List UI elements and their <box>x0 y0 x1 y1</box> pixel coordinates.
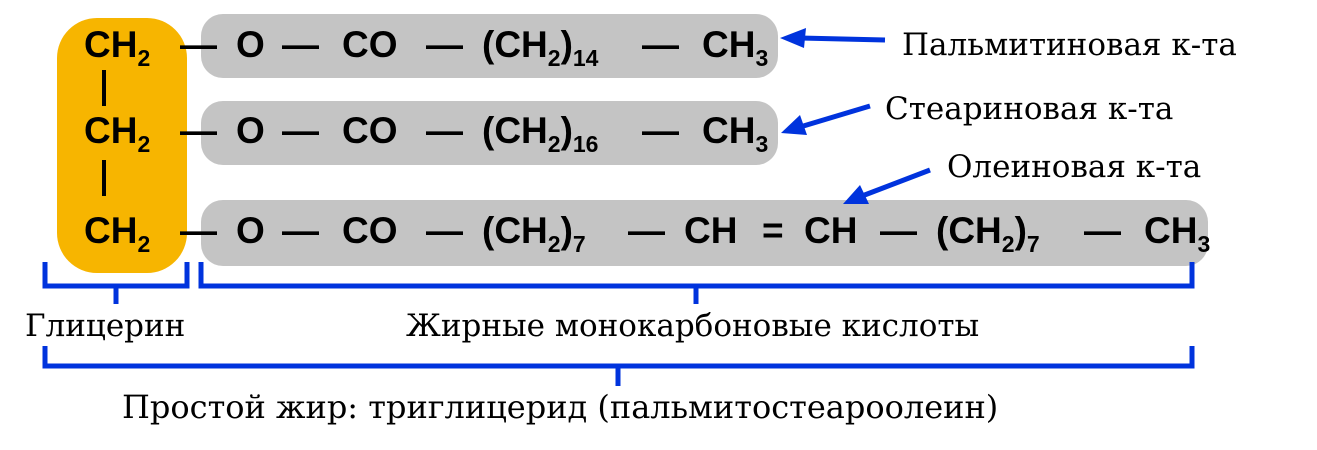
oleic-acid-box <box>201 200 1208 266</box>
row1-chain: (CH2)14 <box>482 24 599 71</box>
stearic-arrow-icon <box>781 103 871 135</box>
row3-chain-2: (CH2)7 <box>936 210 1040 257</box>
row3-chain-1: (CH2)7 <box>482 210 586 257</box>
row3-methyl: CH3 <box>1144 210 1210 257</box>
palmitic-acid-label: Пальмитиновая к-та <box>902 27 1237 63</box>
palmitic-acid-box <box>201 14 778 78</box>
glycerol-ch2-bottom: CH2 <box>84 210 150 257</box>
row2-bond-2: — <box>426 110 463 151</box>
row2-bond-ester: — <box>180 110 217 151</box>
row2-bond-3: — <box>642 110 679 151</box>
row3-bond-3: — <box>628 210 665 251</box>
row3-ch-b: CH <box>804 210 857 251</box>
row1-carbonyl: CO <box>342 24 398 65</box>
row1-oxygen: O <box>236 24 265 65</box>
row1-bond-1: — <box>282 24 319 65</box>
stearic-acid-label: Стеариновая к-та <box>885 91 1173 127</box>
glycerol-box <box>57 18 187 273</box>
simple-fat-bracket <box>42 346 1195 386</box>
fatty-acids-bracket <box>198 262 1195 304</box>
glycerol-bracket <box>42 262 190 304</box>
row2-methyl: CH3 <box>702 110 768 157</box>
row3-carbonyl: CO <box>342 210 398 251</box>
row1-bond-2: — <box>426 24 463 65</box>
row3-bond-2: — <box>426 210 463 251</box>
row3-oxygen: O <box>236 210 265 251</box>
row2-bond-1: — <box>282 110 319 151</box>
fatty-acids-label: Жирные монокарбоновые кислоты <box>406 308 979 344</box>
row3-bond-4: — <box>880 210 917 251</box>
row1-methyl: CH3 <box>702 24 768 71</box>
row3-double-bond: = <box>762 210 784 251</box>
oleic-arrow-icon <box>843 167 931 204</box>
row1-bond-3: — <box>642 24 679 65</box>
row2-oxygen: O <box>236 110 265 151</box>
row2-chain: (CH2)16 <box>482 110 598 157</box>
row3-ch-a: CH <box>684 210 737 251</box>
stearic-acid-box <box>201 101 778 165</box>
row2-carbonyl: CO <box>342 110 398 151</box>
glycerol-label: Глицерин <box>25 308 185 344</box>
row3-bond-ester: — <box>180 210 217 251</box>
row3-bond-1: — <box>282 210 319 251</box>
row3-bond-5: — <box>1084 210 1121 251</box>
simple-fat-label: Простой жир: триглицерид (пальмитостеаро… <box>122 388 998 426</box>
oleic-acid-label: Олеиновая к-та <box>947 149 1201 185</box>
glycerol-ch2-middle: CH2 <box>84 110 150 157</box>
palmitic-arrow-icon <box>780 28 886 48</box>
glycerol-ch2-top: CH2 <box>84 24 150 71</box>
row1-bond-ester: — <box>180 24 217 65</box>
